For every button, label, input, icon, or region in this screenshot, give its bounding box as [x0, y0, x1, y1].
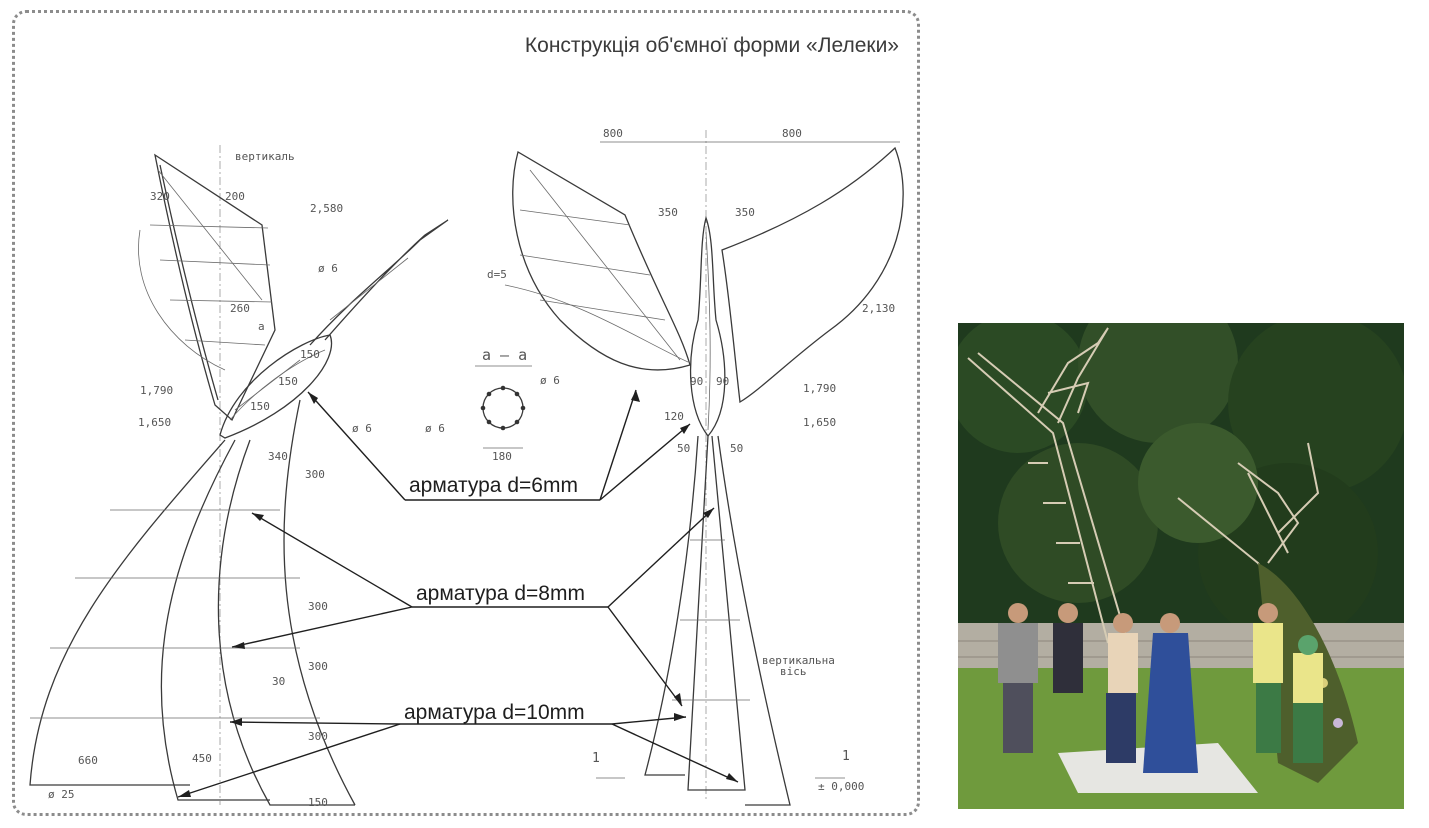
dim-label: 150 [300, 348, 320, 361]
callout-rebar-8: арматура d=8mm [416, 582, 585, 605]
page-title: Конструкція об'ємної форми «Лелеки» [524, 34, 899, 57]
vertical-axis-label: вісь [780, 665, 807, 678]
dim-label: ø 6 [318, 262, 338, 275]
dim-label: 660 [78, 754, 98, 767]
dim-label: 350 [735, 206, 755, 219]
dim-label: 300 [308, 730, 328, 743]
dim-label: 1,790 [140, 384, 173, 397]
dim-label: 300 [305, 468, 325, 481]
dim-label: 1,650 [138, 416, 171, 429]
callout-leaders [177, 389, 739, 798]
dim-label: 320 [150, 190, 170, 203]
front-body [689, 215, 726, 438]
dim-label: 90 [690, 375, 703, 388]
section-label: a — a [482, 346, 527, 364]
dim-label: ± 0,000 [818, 780, 864, 793]
front-wing-right [721, 146, 904, 404]
section-mark: 1 [842, 749, 850, 764]
dim-label: 2,580 [310, 202, 343, 215]
front-leg-right-outer [717, 435, 791, 806]
dim-label: 260 [230, 302, 250, 315]
dim-label: 50 [730, 442, 743, 455]
dim-label: 300 [308, 600, 328, 613]
side-wing-inner [159, 164, 219, 401]
dim-label: 450 [192, 752, 212, 765]
side-neck [309, 219, 449, 346]
section-view: a — a ø 6 ø 6 180 [425, 346, 560, 463]
dim-label: 350 [658, 206, 678, 219]
dim-label: 150 [278, 375, 298, 388]
dim-label: ø 6 [352, 422, 372, 435]
dim-label: 1,790 [803, 382, 836, 395]
dim-label: 300 [308, 660, 328, 673]
dim-label: ø 6 [425, 422, 445, 435]
dim-label: 50 [677, 442, 690, 455]
side-vertical-label: вертикаль [235, 150, 295, 163]
front-wing-left [512, 151, 691, 371]
dim-label: 200 [225, 190, 245, 203]
side-leg-inner [217, 439, 355, 806]
construction-photo [958, 323, 1404, 809]
callout-rebar-10: арматура d=10mm [404, 701, 585, 724]
side-view: вертикаль 320 200 260 2,580 ø 6 1,790 1,… [29, 145, 449, 809]
side-wing [154, 153, 276, 422]
dim-label: 800 [782, 127, 802, 140]
dim-label: 90 [716, 375, 729, 388]
vertical-axis-label: вертикальна [762, 654, 835, 667]
diagram-frame [12, 10, 920, 816]
dim-label: 800 [603, 127, 623, 140]
front-view: 800 800 350 350 d=5 2,130 1,790 1,650 90… [487, 127, 904, 806]
dim-label: 150 [308, 796, 328, 809]
dim-label: 30 [272, 675, 285, 688]
callout-rebar-6: арматура d=6mm [409, 474, 578, 497]
dim-label: 180 [492, 450, 512, 463]
side-leg-back [283, 399, 356, 806]
side-leg-front [29, 439, 226, 786]
dim-label: 150 [250, 400, 270, 413]
section-mark: 1 [592, 751, 600, 766]
dim-label: 340 [268, 450, 288, 463]
side-leg-mid [160, 439, 270, 801]
front-leg-center [687, 435, 746, 791]
dim-label: 2,130 [862, 302, 895, 315]
front-leg-left-outer [644, 435, 699, 776]
side-wing-back [138, 229, 226, 371]
dim-label: ø 25 [48, 788, 75, 801]
dim-label: ø 6 [540, 374, 560, 387]
section-mark: a [258, 320, 265, 333]
dim-label: d=5 [487, 268, 507, 281]
dim-label: 120 [664, 410, 684, 423]
dim-label: 1,650 [803, 416, 836, 429]
